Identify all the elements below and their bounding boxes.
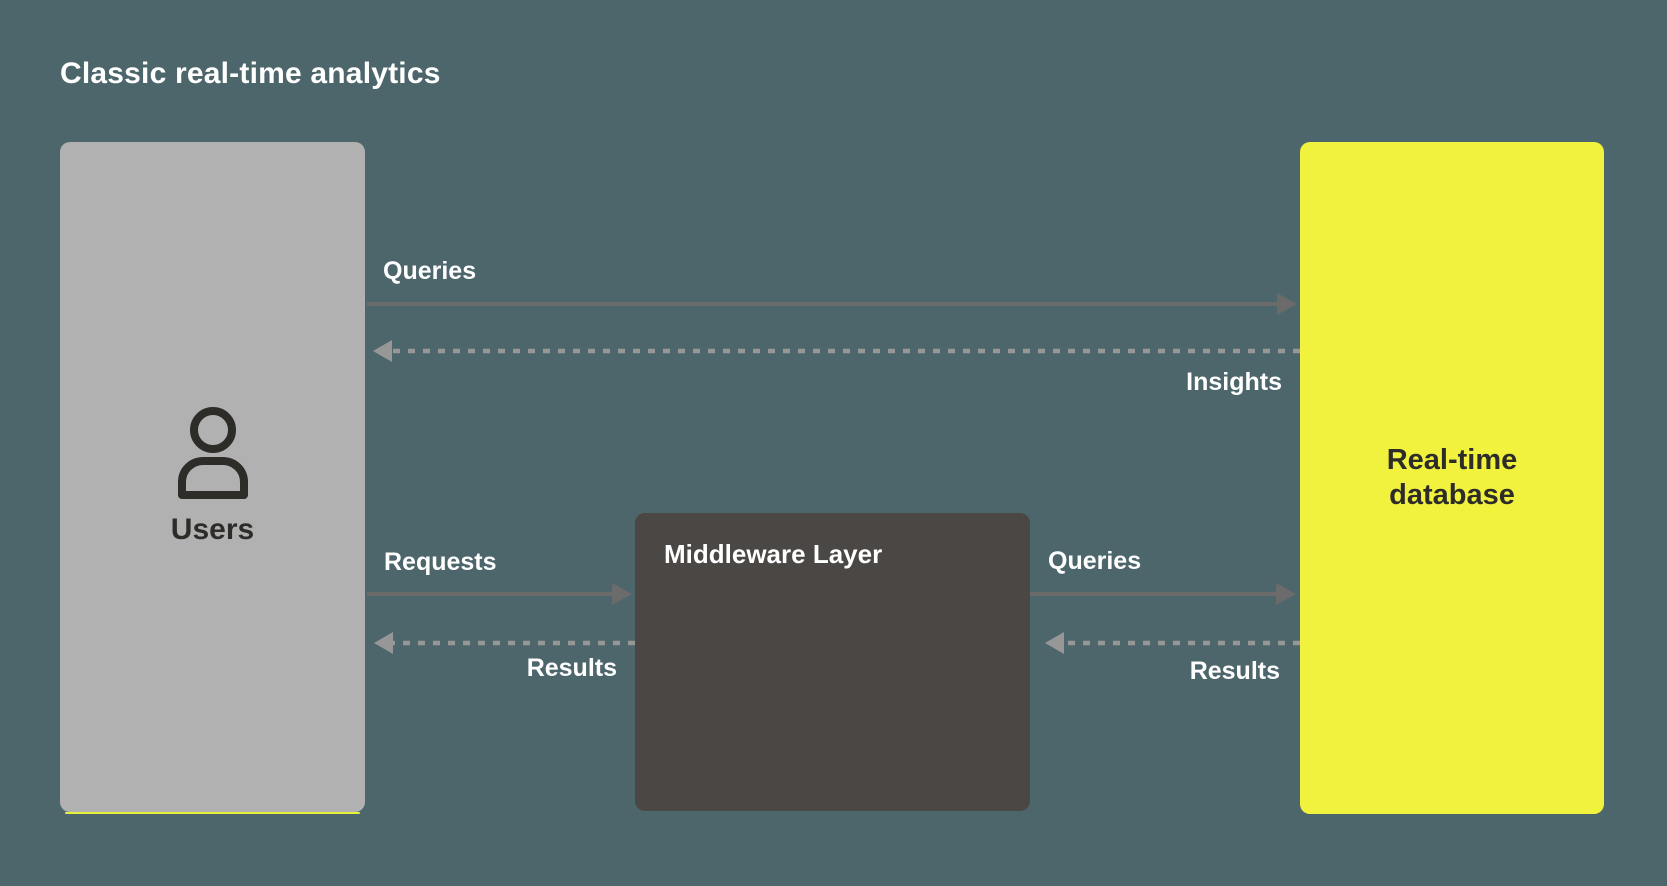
insights-arrow: [373, 340, 1300, 362]
requests-label: Requests: [384, 548, 497, 576]
node-users: Users: [60, 142, 365, 814]
results-right-label: Results: [1189, 657, 1280, 685]
requests-arrow: [367, 583, 632, 605]
queries-top-label: Queries: [383, 257, 477, 285]
node-database-label-line2: database: [1389, 479, 1515, 511]
results-left-label: Results: [526, 654, 617, 682]
node-database: Real-time database: [1300, 142, 1604, 814]
node-middleware: Middleware Layer: [635, 513, 1030, 811]
node-users-label: Users: [170, 513, 255, 546]
node-database-label-line1: Real-time: [1386, 444, 1518, 476]
insights-label: Insights: [1186, 368, 1282, 396]
queries-mid-label: Queries: [1048, 547, 1142, 575]
user-icon: [177, 407, 248, 499]
diagram-title: Classic real-time analytics: [60, 57, 441, 90]
queries-mid-arrow: [1030, 583, 1296, 605]
queries-top-arrow: [367, 293, 1297, 315]
results-left-arrow: [374, 632, 635, 654]
results-right-arrow: [1045, 632, 1300, 654]
node-middleware-label: Middleware Layer: [664, 539, 883, 569]
